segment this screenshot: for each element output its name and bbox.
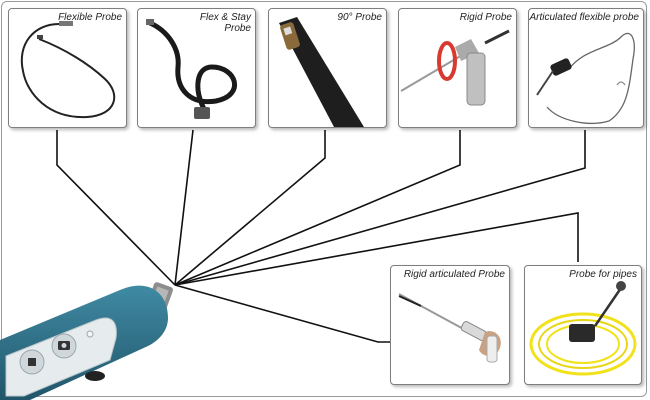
probe-for-pipes-image bbox=[529, 281, 637, 376]
card-90-probe[interactable]: 90° Probe bbox=[268, 8, 387, 128]
card-flex-stay-probe[interactable]: Flex & Stay Probe bbox=[137, 8, 256, 128]
connector-90-probe bbox=[174, 130, 326, 286]
probe-label: Flexible Probe bbox=[58, 12, 122, 23]
flex-stay-probe-image bbox=[146, 19, 237, 119]
card-probe-for-pipes[interactable]: Probe for pipes bbox=[524, 265, 642, 385]
connector-flex-stay-probe bbox=[174, 129, 194, 286]
flexible-probe-image bbox=[20, 21, 116, 119]
rigid-articulated-probe-image bbox=[398, 293, 501, 363]
connector-probe-for-pipes bbox=[174, 212, 579, 286]
articulated-flexible-probe-image bbox=[536, 32, 635, 124]
connector-rigid-articulated-probe bbox=[174, 284, 390, 343]
status-led bbox=[86, 330, 94, 338]
card-flexible-probe[interactable]: Flexible Probe bbox=[8, 8, 127, 128]
card-articulated-flexible-probe[interactable]: Articulated flexible probe bbox=[528, 8, 644, 128]
connector-articulated-flexible-probe bbox=[174, 130, 586, 286]
rigid-probe-image bbox=[400, 29, 510, 106]
connector-rigid-probe bbox=[174, 130, 461, 286]
probe-label: Rigid Probe bbox=[459, 12, 512, 23]
connector-flexible-probe bbox=[56, 130, 176, 286]
card-rigid-probe[interactable]: Rigid Probe bbox=[398, 8, 517, 128]
probe-label: Rigid articulated Probe bbox=[403, 269, 505, 280]
card-rigid-articulated-probe[interactable]: Rigid articulated Probe bbox=[390, 265, 510, 385]
probe-label: Articulated flexible probe bbox=[529, 12, 639, 23]
probe-label: Flex & Stay Probe bbox=[199, 12, 251, 34]
probe-label: 90° Probe bbox=[337, 12, 382, 23]
probe-label: Probe for pipes bbox=[569, 269, 637, 280]
90-probe-image bbox=[279, 17, 364, 127]
